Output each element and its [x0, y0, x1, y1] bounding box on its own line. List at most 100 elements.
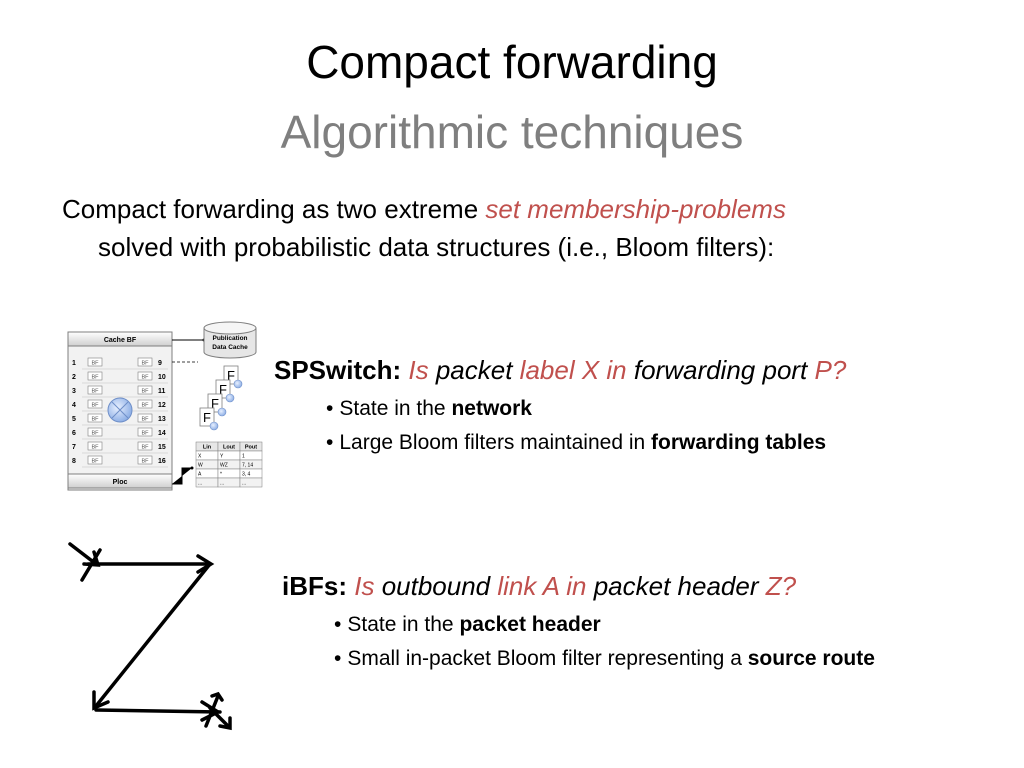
port-number-left: 6	[72, 430, 76, 437]
bf-label: BF	[141, 417, 149, 423]
ibfs-heading: iBFs: Is outbound link A in packet heade…	[282, 570, 875, 602]
bf-label: BF	[141, 403, 149, 409]
ibfs-q3: link A in	[497, 571, 587, 601]
spswitch-q3: label X in	[519, 355, 627, 385]
filter-card-label: F	[203, 410, 211, 425]
filter-card-label: F	[219, 382, 227, 397]
z-diagonal-arrowhead	[92, 690, 110, 711]
bf-cell-left	[87, 441, 103, 451]
spswitch-heading: SPSwitch: Is packet label X in forwardin…	[274, 354, 846, 386]
port-number-right: 13	[158, 416, 166, 423]
port-number-left: 7	[72, 444, 76, 451]
port-number-right: 16	[158, 458, 166, 465]
spswitch-bullets: State in the network Large Bloom filters…	[274, 392, 846, 460]
ibfs-q5: Z?	[765, 571, 797, 601]
ploc-dot	[190, 466, 194, 470]
bf-label: BF	[141, 459, 149, 465]
intro-line2: solved with probabilistic data structure…	[98, 232, 775, 262]
z-diagonal-line	[94, 562, 212, 708]
bf-cell-left	[87, 413, 103, 423]
cache-bf-bar	[67, 331, 173, 347]
ibfs-label: iBFs:	[282, 571, 347, 601]
filter-card	[207, 393, 223, 413]
ploc-connector	[172, 467, 192, 485]
bf-label: BF	[91, 361, 99, 367]
bf-cell-right	[137, 413, 153, 423]
z-route-diagram	[68, 542, 232, 731]
z-exit-arrowhead	[218, 716, 232, 731]
port-number-left: 2	[72, 374, 76, 381]
filter-card	[199, 407, 215, 427]
bf-cell-left	[87, 371, 103, 381]
spswitch-section: SPSwitch: Is packet label X in forwardin…	[274, 354, 846, 460]
bf-label: BF	[91, 375, 99, 381]
bf-label: BF	[141, 389, 149, 395]
filter-card	[223, 365, 239, 385]
table-cell-text: 3, 4	[242, 472, 251, 478]
bf-label: BF	[91, 389, 99, 395]
port-number-right: 10	[158, 374, 166, 381]
ploc-label: Ploc	[113, 479, 128, 486]
list-item: Large Bloom filters maintained in forwar…	[326, 426, 846, 460]
filter-node-icon	[217, 407, 227, 417]
bf-cell-right	[137, 371, 153, 381]
bf-cell-left	[87, 455, 103, 465]
table-cell-text: W	[198, 463, 203, 469]
db-label-1: Publication	[212, 335, 247, 342]
bf-label: BF	[91, 403, 99, 409]
list-item: State in the packet header	[334, 608, 875, 642]
bf-cell-right	[137, 427, 153, 437]
bf-label: BF	[141, 375, 149, 381]
table-cell-text: X	[198, 454, 202, 460]
bf-label: BF	[141, 361, 149, 367]
list-item: State in the network	[326, 392, 846, 426]
port-number-right: 15	[158, 444, 166, 451]
bf-label: BF	[141, 431, 149, 437]
bf-label: BF	[91, 445, 99, 451]
z-exit-branch	[204, 694, 220, 728]
bf-cell-left	[87, 357, 103, 367]
port-number-left: 5	[72, 416, 76, 423]
bf-cell-right	[137, 441, 153, 451]
table-cell-text: WZ	[220, 463, 228, 469]
port-number-left: 3	[72, 388, 76, 395]
spswitch-q4: forwarding port	[626, 355, 815, 385]
list-item: Small in-packet Bloom filter representin…	[334, 642, 875, 676]
table-cell-text: 7, 14	[242, 463, 253, 469]
bf-cell-left	[87, 427, 103, 437]
port-number-right: 11	[158, 388, 166, 395]
cache-bf-label: Cache BF	[104, 337, 137, 344]
table-cell-text: Y	[220, 454, 224, 460]
ploc-bar	[67, 473, 173, 489]
database-icon: Publication Data Cache	[203, 321, 257, 359]
port-number-left: 8	[72, 458, 76, 465]
spswitch-q5: P?	[814, 355, 847, 385]
bf-label: BF	[91, 459, 99, 465]
port-number-right: 12	[158, 402, 166, 409]
table-cell-text: ...	[198, 481, 202, 487]
table-header-label: Lin	[203, 445, 212, 451]
filter-node-icon	[233, 379, 243, 389]
port-number-right: 9	[158, 360, 162, 367]
ibfs-q2: outbound	[374, 571, 498, 601]
z-bottom-line	[94, 708, 222, 714]
z-bottom-arrowhead	[200, 700, 222, 722]
bf-cell-right	[137, 399, 153, 409]
table-header-label: Pout	[245, 445, 257, 451]
port-number-left: 1	[72, 360, 76, 367]
ibfs-section: iBFs: Is outbound link A in packet heade…	[282, 570, 875, 676]
ibfs-q1: Is	[354, 571, 375, 601]
bf-cell-left	[87, 385, 103, 395]
z-top-arrowhead	[196, 554, 215, 574]
spswitch-label: SPSwitch:	[274, 355, 402, 385]
table-cell-text: *	[220, 472, 222, 478]
table-cell-text: 1	[242, 454, 245, 460]
db-label-2: Data Cache	[212, 344, 248, 351]
spswitch-q2: packet	[428, 355, 520, 385]
filter-node-icon	[209, 421, 219, 431]
slide-title: Compact forwarding	[306, 36, 718, 88]
